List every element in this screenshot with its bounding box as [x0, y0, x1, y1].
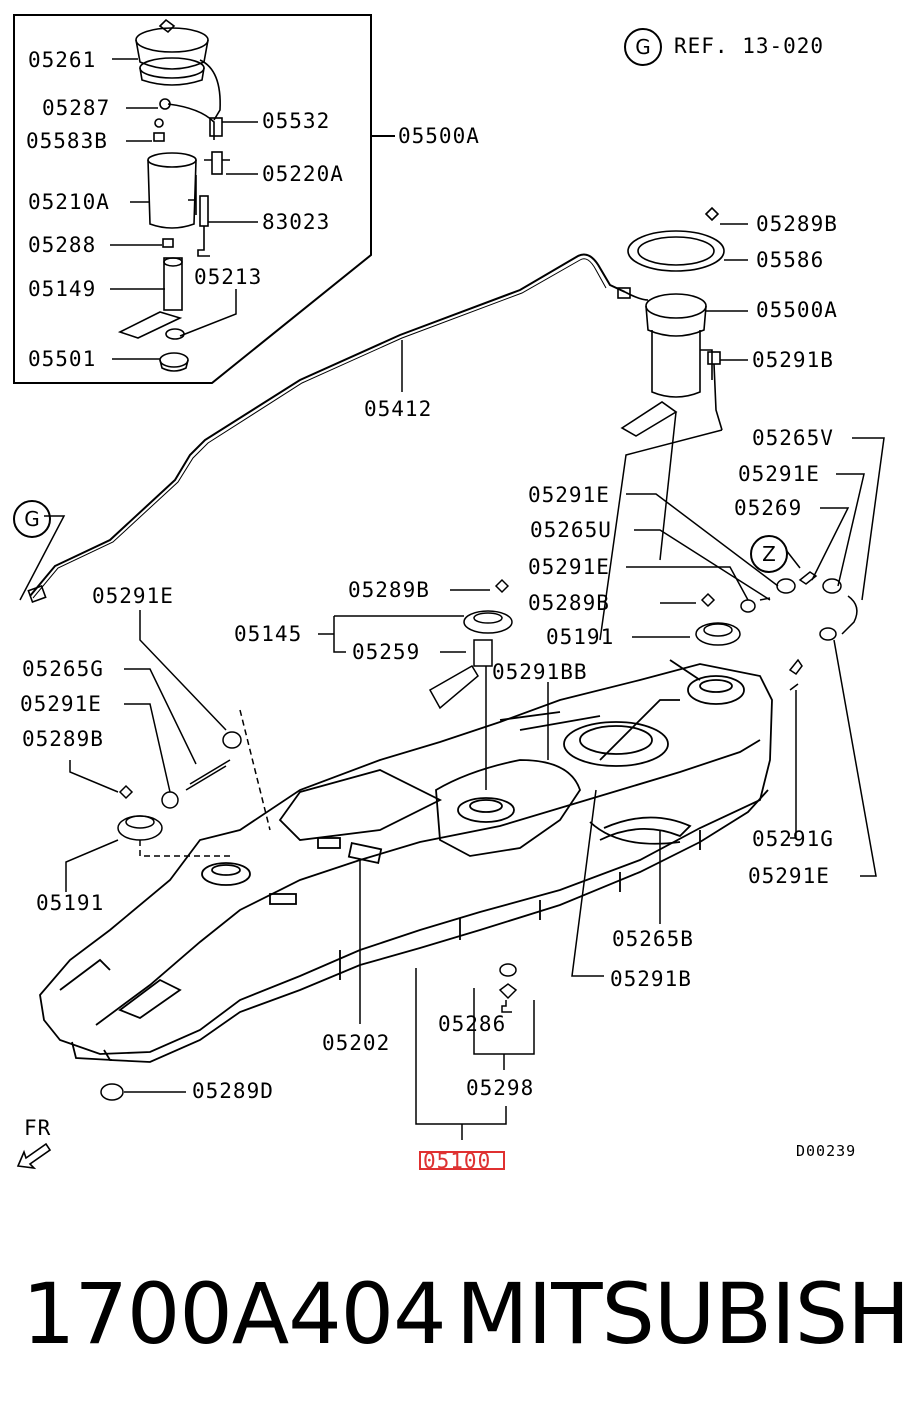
- right-pump-module: [617, 206, 725, 437]
- brand-name: MITSUBISHI: [456, 1265, 909, 1363]
- part-number: 1700A404: [22, 1265, 447, 1363]
- label-05265G: 05265G: [22, 657, 104, 681]
- label-05210A: 05210A: [28, 190, 110, 214]
- label-05289B-c: 05289B: [528, 591, 610, 615]
- label-05532: 05532: [262, 109, 331, 133]
- fuel-line-05412: [29, 253, 626, 597]
- diagram-code: D00239: [796, 1142, 857, 1160]
- label-05149: 05149: [28, 277, 97, 301]
- label-05291BB: 05291BB: [492, 660, 588, 684]
- label-05287: 05287: [42, 96, 111, 120]
- label-05586: 05586: [756, 248, 825, 272]
- label-05145: 05145: [234, 622, 303, 646]
- label-05500A: 05500A: [756, 298, 838, 322]
- label-05500A-inset: 05500A: [398, 124, 480, 148]
- label-05220A: 05220A: [262, 162, 344, 186]
- middle-cluster: [428, 578, 513, 790]
- label-05583B: 05583B: [26, 129, 108, 153]
- inset-box: [13, 14, 372, 384]
- fr-label: FR: [24, 1116, 52, 1140]
- right-cluster-leaders: [626, 437, 885, 877]
- label-05261: 05261: [28, 48, 97, 72]
- left-leaders: [65, 610, 271, 892]
- label-05191-c: 05191: [546, 625, 615, 649]
- inset-pump-module: [117, 18, 230, 372]
- label-05265U: 05265U: [530, 518, 612, 542]
- fuel-tank: [39, 659, 773, 1063]
- label-05291B-top: 05291B: [752, 348, 834, 372]
- label-05291E-c2: 05291E: [528, 555, 610, 579]
- label-05291B-bottom: 05291B: [610, 967, 692, 991]
- label-05289B-m: 05289B: [348, 578, 430, 602]
- label-05291E-l: 05291E: [92, 584, 174, 608]
- label-05289B-top: 05289B: [756, 212, 838, 236]
- label-05259: 05259: [352, 640, 421, 664]
- label-05291G: 05291G: [752, 827, 834, 851]
- label-05265V: 05265V: [752, 426, 834, 450]
- label-05412: 05412: [364, 397, 433, 421]
- right-leaders: [599, 223, 748, 641]
- label-83023: 83023: [262, 210, 331, 234]
- label-05286: 05286: [438, 1012, 507, 1036]
- label-05202: 05202: [322, 1031, 391, 1055]
- label-05298: 05298: [466, 1076, 535, 1100]
- label-05213: 05213: [194, 265, 263, 289]
- ref-text: REF. 13-020: [674, 34, 825, 58]
- label-05501: 05501: [28, 347, 97, 371]
- ref-circle-g: G: [624, 28, 662, 66]
- marker-z: Z: [750, 535, 788, 573]
- right-cluster: [695, 571, 858, 691]
- label-05291E-l2: 05291E: [20, 692, 102, 716]
- bottom-small-parts: [100, 963, 518, 1101]
- inset-leaders: [110, 58, 258, 360]
- label-05288: 05288: [28, 233, 97, 257]
- left-cluster: [117, 731, 242, 841]
- label-05191-l: 05191: [36, 891, 105, 915]
- highlighted-part-05100: 05100: [419, 1151, 506, 1170]
- label-05291E-c1: 05291E: [528, 483, 610, 507]
- label-05269: 05269: [734, 496, 803, 520]
- middle-leaders: [318, 589, 661, 1140]
- label-05289B-l: 05289B: [22, 727, 104, 751]
- label-05265B: 05265B: [612, 927, 694, 951]
- label-05289D: 05289D: [192, 1079, 274, 1103]
- label-05291E-r1: 05291E: [738, 462, 820, 486]
- marker-g: G: [13, 500, 51, 538]
- fr-arrow-icon: [16, 1142, 52, 1170]
- label-05291E-r2: 05291E: [748, 864, 830, 888]
